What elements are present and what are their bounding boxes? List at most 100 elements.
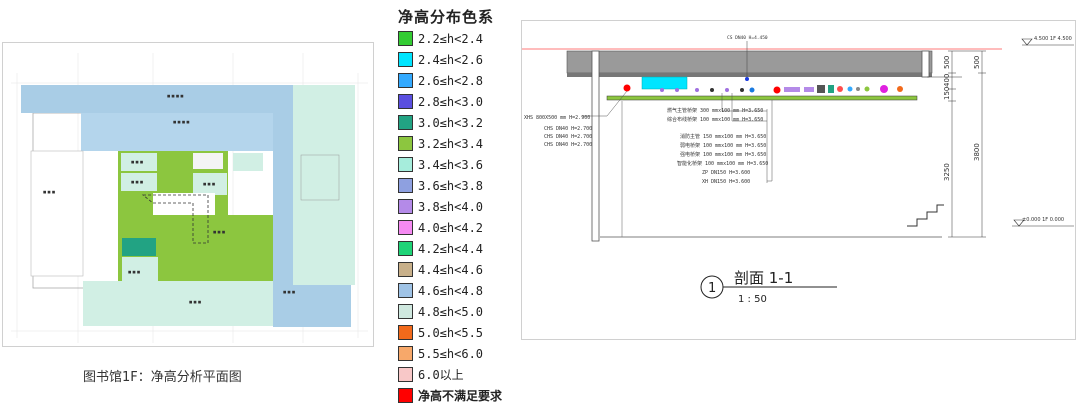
legend-label: 6.0以上 (418, 368, 464, 382)
left-pipe-label: CHS DN40 H=2.700 (544, 142, 592, 148)
dim-value: 500 (943, 56, 951, 69)
left-pipe-label: CHS DN40 H=2.700 (544, 134, 592, 140)
svg-text:■ ■ ■: ■ ■ ■ (128, 270, 140, 274)
legend-label: 4.0≤h<4.2 (418, 220, 484, 235)
label-leaders (582, 90, 773, 183)
legend-label: 2.6≤h<2.8 (418, 73, 484, 88)
legend-item: 2.6≤h<2.8 (398, 70, 516, 91)
legend-item: 2.4≤h<2.6 (398, 49, 516, 70)
legend-item: 4.6≤h<4.8 (398, 280, 516, 301)
svg-text:■ ■ ■: ■ ■ ■ (189, 300, 201, 304)
right-pipe-label: 弱电桥架 100 mmx100 mm H=3.650 (680, 142, 766, 149)
dimension-values: 500 400 150 3250 3800 500 (943, 56, 981, 181)
legend-label: 2.2≤h<2.4 (418, 31, 484, 46)
zone-south-mint (83, 281, 273, 326)
zone-corridor-top (21, 85, 293, 113)
zone-atrium (153, 193, 215, 215)
floor-slab (566, 50, 933, 74)
legend-label: 4.4≤h<4.6 (418, 262, 484, 277)
legend-swatch (398, 367, 413, 382)
zone-room-mint-3 (193, 173, 227, 195)
section-drawing: CS DN40 H=4.450 XHS 800X500 mm H=2.900 C… (522, 35, 1074, 305)
legend-label: 5.5≤h<6.0 (418, 346, 484, 361)
legend-item: 3.0≤h<3.2 (398, 112, 516, 133)
legend-label: 2.8≤h<3.0 (418, 94, 484, 109)
legend-swatch (398, 31, 413, 46)
pipe-row (623, 84, 903, 94)
cable-tray-bar (606, 95, 918, 101)
right-pipe-label: 智能化桥架 100 mmx100 mm H=3.650 (677, 160, 768, 167)
right-pipe-label: 综合布线桥架 100 mmx100 mm H=3.650 (667, 116, 763, 123)
section-marker-number: 1 (708, 281, 716, 296)
floor-plan-drawing: ■ ■ ■ ■ ■ ■ ■ ■ ■ ■ ■ ■ ■ ■ ■ ■ ■ ■ ■ ■ … (11, 53, 368, 343)
legend-swatch (398, 136, 413, 151)
legend-swatch (398, 52, 413, 67)
legend-rows: 2.2≤h<2.4 2.4≤h<2.6 2.6≤h<2.8 2.8≤h<3.0 3.0≤… (398, 28, 516, 406)
level-bottom-label: ±0.000 1F 0.000 (1022, 217, 1064, 223)
zone-mint-east (293, 85, 355, 285)
right-pipe-label: 强电桥架 100 mmx100 mm H=3.650 (680, 151, 766, 158)
legend-item: 净高不满足要求 (398, 385, 516, 406)
duct-cyan (641, 76, 688, 90)
zone-room-mint-2 (121, 173, 157, 191)
legend-item: 3.6≤h<3.8 (398, 175, 516, 196)
zone-reading-band (81, 113, 279, 151)
right-pipe-labels: 燃气主管桥架 300 mmx100 mm H=3.650 综合布线桥架 100 … (667, 107, 768, 185)
svg-text:■ ■ ■ ■: ■ ■ ■ ■ (167, 94, 184, 98)
level-top-label: 4.500 1F 4.500 (1034, 36, 1072, 42)
legend-item: 4.2≤h<4.4 (398, 238, 516, 259)
legend-item: 4.4≤h<4.6 (398, 259, 516, 280)
legend-swatch (398, 241, 413, 256)
left-pipe-label: XHS 800X500 mm H=2.900 (524, 115, 590, 121)
svg-text:■ ■ ■: ■ ■ ■ (43, 190, 55, 194)
slab-beam (567, 73, 932, 77)
section-title: 剖面 1-1 (734, 269, 793, 287)
zone-room-mint-5 (122, 257, 158, 281)
section-scale: 1 : 50 (738, 294, 767, 305)
legend-item: 4.0≤h<4.2 (398, 217, 516, 238)
legend-item: 3.4≤h<3.6 (398, 154, 516, 175)
zone-room-white (193, 153, 223, 169)
legend-label: 3.0≤h<3.2 (418, 115, 484, 130)
legend-swatch (398, 73, 413, 88)
plan-room-labels: ■ ■ ■ ■ ■ ■ ■ ■ ■ ■ ■ ■ ■ ■ ■ ■ ■ ■ ■ ■ … (43, 94, 295, 304)
zone-east-wing (273, 85, 293, 325)
column-left (591, 50, 600, 242)
level-mark-top: 4.500 1F 4.500 (1021, 36, 1074, 46)
svg-text:■ ■ ■ ■: ■ ■ ■ ■ (173, 120, 190, 124)
level-mark-bottom: ±0.000 1F 0.000 (1012, 217, 1074, 227)
legend-swatch (398, 283, 413, 298)
zone-room-mint-1 (121, 153, 157, 171)
svg-text:■ ■ ■: ■ ■ ■ (283, 290, 295, 294)
riser-pipe (745, 77, 749, 81)
legend-label: 4.6≤h<4.8 (418, 283, 484, 298)
legend-item: 2.8≤h<3.0 (398, 91, 516, 112)
legend-swatch (398, 325, 413, 340)
plan-room-outline (300, 154, 340, 201)
legend-swatch (398, 346, 413, 361)
legend-item: 3.8≤h<4.0 (398, 196, 516, 217)
svg-text:■ ■ ■: ■ ■ ■ (203, 182, 215, 186)
legend-swatch (398, 220, 413, 235)
legend-swatch (398, 262, 413, 277)
right-pipe-label: 消防主管 150 mmx100 mm H=3.650 (680, 133, 766, 140)
legend-item: 5.0≤h<5.5 (398, 322, 516, 343)
legend-label: 5.0≤h<5.5 (418, 325, 484, 340)
floor-plan-panel: ■ ■ ■ ■ ■ ■ ■ ■ ■ ■ ■ ■ ■ ■ ■ ■ ■ ■ ■ ■ … (2, 42, 374, 347)
legend-swatch (398, 157, 413, 172)
column-right (921, 50, 930, 78)
section-panel: CS DN40 H=4.450 XHS 800X500 mm H=2.900 C… (521, 20, 1076, 340)
right-pipe-label: XH DN150 H=3.600 (702, 179, 750, 185)
plan-caption: 图书馆1F：净高分析平面图 (83, 370, 242, 385)
zone-west-wing (30, 150, 84, 277)
svg-text:■ ■ ■: ■ ■ ■ (131, 160, 143, 164)
dimension-lines (927, 50, 986, 238)
legend-swatch (398, 178, 413, 193)
dim-value: 150 (943, 87, 951, 100)
legend-label: 3.2≤h<3.4 (418, 136, 484, 151)
dim-value: 3800 (973, 143, 981, 161)
left-pipe-labels: XHS 800X500 mm H=2.900 CHS DN40 H=2.700 … (524, 115, 592, 148)
legend-label: 3.8≤h<4.0 (418, 199, 484, 214)
dim-value: 500 (973, 56, 981, 69)
